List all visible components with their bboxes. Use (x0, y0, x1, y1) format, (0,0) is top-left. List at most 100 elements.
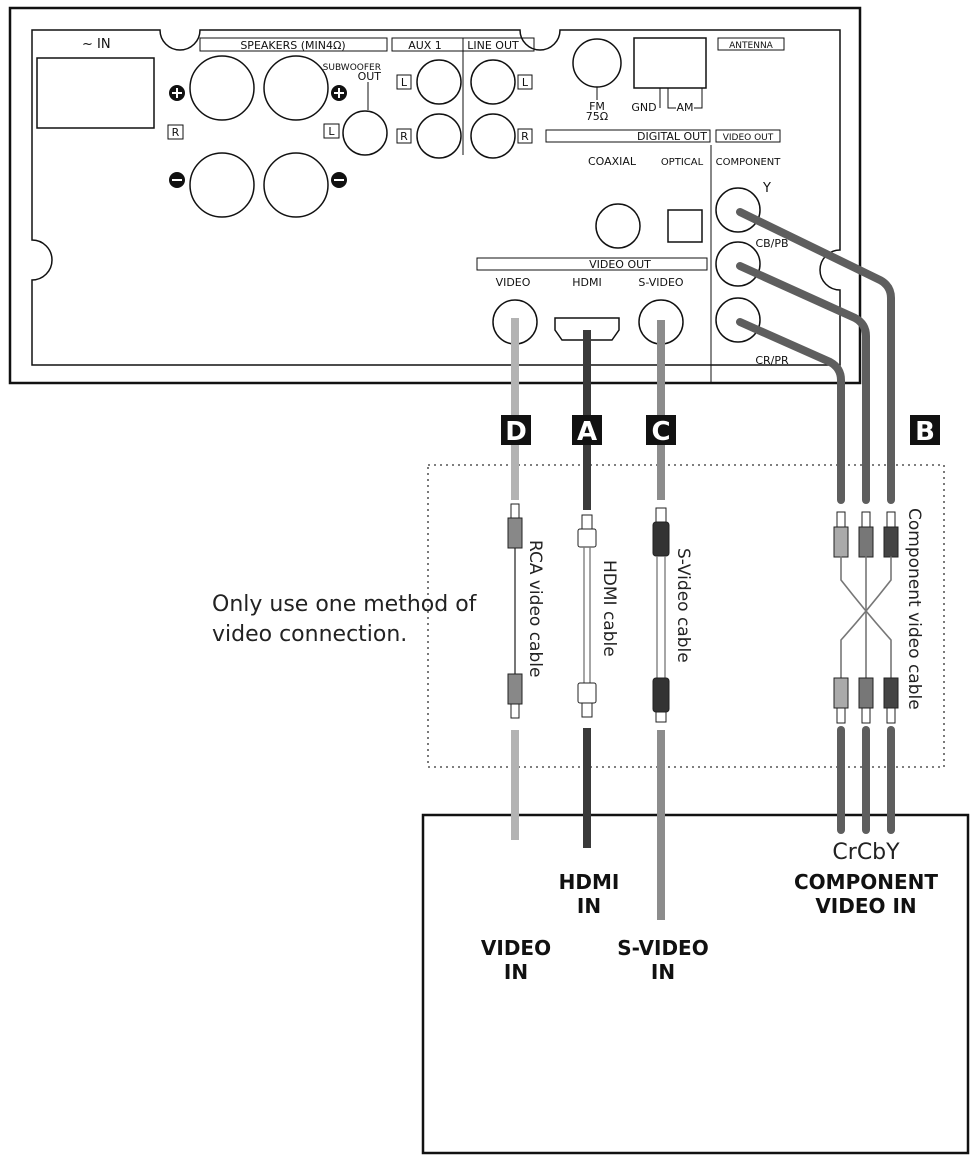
s-video-label: S-VIDEO (638, 276, 683, 289)
s-video-plug (655, 507, 667, 523)
svg-text:B: B (915, 417, 935, 447)
ac-inlet (36, 57, 155, 129)
optical-jack (667, 209, 703, 243)
hdmi-port (554, 317, 620, 341)
component-y-jack (715, 187, 761, 233)
component-header-box (715, 129, 781, 143)
coaxial-jack (595, 203, 641, 249)
video-in-label: VIDEO (481, 936, 551, 960)
rca-jack (470, 113, 516, 159)
panel-outline (8, 6, 862, 385)
rca-jack (470, 59, 516, 105)
minus-icon (331, 172, 347, 188)
panel-inner-outline (31, 29, 841, 366)
plus-icon (169, 85, 185, 101)
component-video-cable (736, 208, 899, 834)
speaker-terminal (263, 55, 329, 121)
hdmi-plug (577, 682, 597, 704)
rca-plug (883, 677, 899, 709)
component-label: COMPONENT (716, 157, 782, 168)
ac-in-label: ~ IN (82, 37, 111, 52)
badge-c: C (646, 415, 676, 447)
rca-jack (416, 59, 462, 105)
antenna-label: ANTENNA (729, 41, 774, 51)
cb-pb-label: CB/PB (755, 237, 788, 250)
s-video-plug (652, 677, 670, 713)
tv-outline (421, 813, 970, 1155)
minus-icon (169, 172, 185, 188)
speakers-label: SPEAKERS (MIN4Ω) (240, 39, 345, 52)
video-in-label-2: IN (504, 960, 528, 984)
l-badge (396, 74, 412, 90)
aux-label: AUX 1 (408, 39, 442, 52)
hdmi-in-label: HDMI (559, 870, 620, 894)
s-video-cable (652, 320, 670, 920)
antenna-header-box (717, 37, 785, 51)
rca-plug (507, 673, 523, 705)
svg-text:C: C (651, 417, 670, 447)
digital-out-label: DIGITAL OUT (637, 130, 707, 143)
component-video-out-label: VIDEO OUT (723, 133, 774, 143)
optical-label: OPTICAL (661, 157, 704, 168)
badge-d: D (501, 415, 531, 447)
hdmi-in-label-2: IN (577, 894, 601, 918)
rca-video-cable (507, 318, 523, 840)
digital-out-header-box (545, 129, 711, 143)
am-label: AM (676, 101, 693, 114)
s-video-cable-label: S-Video cable (673, 548, 693, 663)
cr-pr-label: CR/PR (755, 354, 789, 367)
l-badge-label: L (522, 76, 529, 89)
rca-plug (883, 526, 899, 558)
r-badge-label: R (172, 126, 180, 139)
subwoofer-out-label: OUT (358, 70, 382, 83)
fm-label: FM (589, 100, 605, 113)
fm-ohm-label: 75Ω (586, 110, 608, 123)
r-badge (517, 128, 533, 144)
hdmi-plug (581, 514, 593, 530)
svg-text:D: D (505, 417, 527, 447)
speakers-header-box (199, 37, 388, 52)
badge-a: A (572, 415, 602, 447)
hdmi-cable-label: HDMI cable (599, 560, 619, 657)
rca-plug (833, 677, 849, 709)
r-badge-label: R (400, 130, 408, 143)
component-cable-label: Component video cable (904, 508, 924, 710)
rca-plug (507, 517, 523, 549)
speaker-terminal (263, 152, 329, 218)
l-badge (323, 123, 340, 139)
subwoofer-jack (342, 110, 388, 156)
rca-plug (833, 526, 849, 558)
r-badge (396, 128, 412, 144)
subwoofer-label: SUBWOOFER (323, 63, 381, 73)
r-badge (167, 124, 184, 140)
r-badge-label: R (521, 130, 529, 143)
coaxial-label: COAXIAL (588, 155, 637, 168)
rca-cable-label: RCA video cable (525, 540, 545, 677)
svg-text:A: A (577, 417, 597, 447)
crcby-label: CrCbY (832, 840, 900, 865)
plus-icon (331, 85, 347, 101)
l-badge-label: L (401, 76, 408, 89)
note-line-1: Only use one method of (212, 592, 478, 617)
l-badge (517, 74, 533, 90)
video-out-label: VIDEO OUT (589, 258, 651, 271)
video-label: VIDEO (496, 276, 531, 289)
hdmi-label: HDMI (572, 276, 601, 289)
component-cb-jack (715, 241, 761, 287)
note-line-2: video connection. (212, 622, 407, 647)
rca-plug (858, 677, 874, 709)
y-label: Y (762, 181, 771, 196)
am-terminal-block (633, 37, 707, 89)
component-in-label-2: VIDEO IN (815, 894, 916, 918)
speaker-terminal (189, 152, 255, 218)
l-badge-label: L (328, 125, 335, 138)
rear-panel: ~ IN SPEAKERS (MIN4Ω) R SUBWOOFER OUT L (8, 6, 862, 385)
rca-plug (858, 526, 874, 558)
speaker-terminal (189, 55, 255, 121)
cable-area-border (427, 464, 945, 768)
s-video-in-label-2: IN (651, 960, 675, 984)
s-video-in-label: S-VIDEO (617, 936, 708, 960)
line-out-label: LINE OUT (467, 39, 519, 52)
badge-b: B (910, 415, 940, 447)
